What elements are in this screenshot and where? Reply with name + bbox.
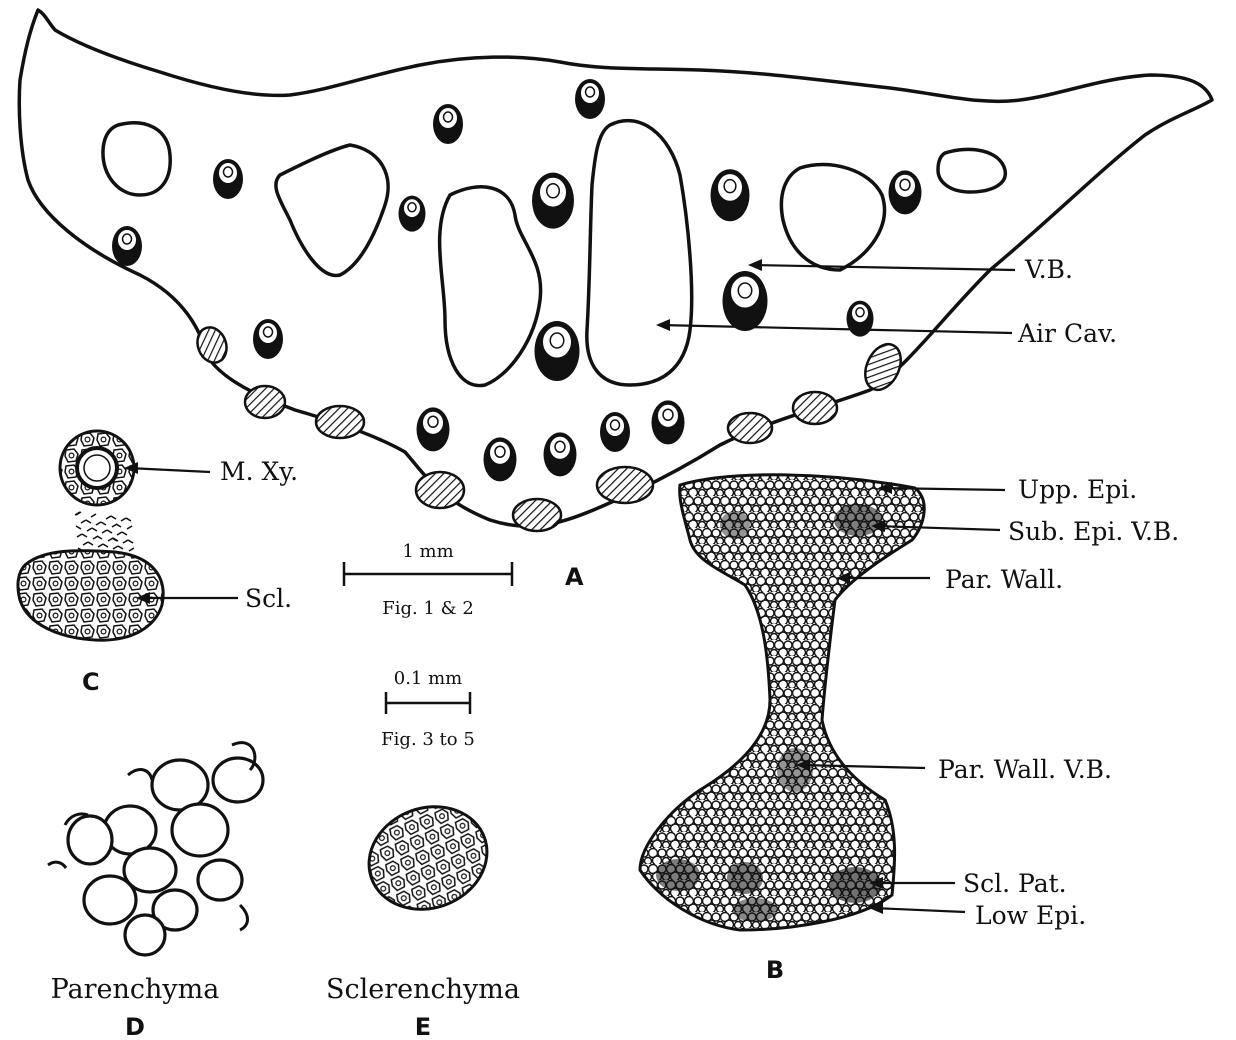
vascular-bundle [723,271,768,331]
vb-pointer [752,265,1015,270]
vascular-bundle [433,104,463,144]
air-cav-label: Air Cav. [1017,319,1117,348]
par-wall-label: Par. Wall. [945,565,1063,594]
scale-caption-large: Fig. 1 & 2 [382,598,474,619]
vascular-bundle [484,437,517,481]
vascular-bundle [213,159,243,199]
panel-e: Sclerenchyma E [326,790,520,1040]
panel-label-c: C [82,668,100,696]
sclerenchyma-cluster [355,790,502,925]
air-cavity [276,145,388,275]
air-cavity [938,149,1005,192]
caption-d: Parenchyma [51,974,220,1005]
panel-c: M. Xy. Scl. C [18,431,298,696]
scale-bar-large: 1 mm Fig. 1 & 2 [344,541,512,619]
parenchyma-cell [198,860,242,900]
air-cavity [587,121,692,385]
parenchyma-cell [68,816,112,864]
scl-pat-label: Scl. Pat. [963,869,1067,898]
vascular-bundle [544,432,577,476]
air-cav-pointer [660,325,1012,333]
panel-label-d: D [125,1013,145,1040]
panel-label-a: A [565,563,584,591]
parenchyma-cell [213,758,263,802]
m-xy-label: M. Xy. [220,457,298,486]
air-cavity [781,164,884,270]
vascular-bundle [112,226,142,266]
panel-b: Upp. Epi. Sub. Epi. V.B. Par. Wall. Par.… [640,475,1179,984]
vascular-bundle [417,407,450,451]
vascular-bundle [532,173,574,229]
vascular-bundle [889,170,922,214]
vascular-bundle [535,321,580,381]
vascular-bundle [399,196,426,232]
air-cavity [440,187,541,386]
vascular-bundle [600,412,630,452]
vb-label: V.B. [1024,255,1073,284]
panel-label-e: E [415,1013,431,1040]
vascular-bundle [847,301,874,337]
scale-bar-small: 0.1 mm Fig. 3 to 5 [381,668,475,750]
upp-epi-label: Upp. Epi. [1018,475,1137,504]
sclerenchyma-cap [18,551,163,640]
caption-e: Sclerenchyma [326,974,520,1005]
vascular-bundle [253,319,283,359]
panel-label-b: B [766,956,784,984]
low-epi-label: Low Epi. [975,901,1086,930]
sub-epi-vb-label: Sub. Epi. V.B. [1008,517,1179,546]
air-cavity [103,123,170,195]
parenchyma-cell [125,915,165,955]
scale-caption-small: Fig. 3 to 5 [381,729,475,750]
vascular-bundle [575,79,605,119]
parenchyma-cell [84,876,136,924]
vascular-bundle [652,400,685,444]
scale-value-small: 0.1 mm [394,668,462,689]
parenchyma-cells [48,743,263,955]
panel-d: Parenchyma D [48,743,263,1040]
par-wall-vb-label: Par. Wall. V.B. [938,755,1112,784]
vascular-bundle [711,169,750,221]
scale-value-large: 1 mm [402,541,453,562]
parenchyma-cell [172,804,228,856]
scl-label: Scl. [245,584,292,613]
